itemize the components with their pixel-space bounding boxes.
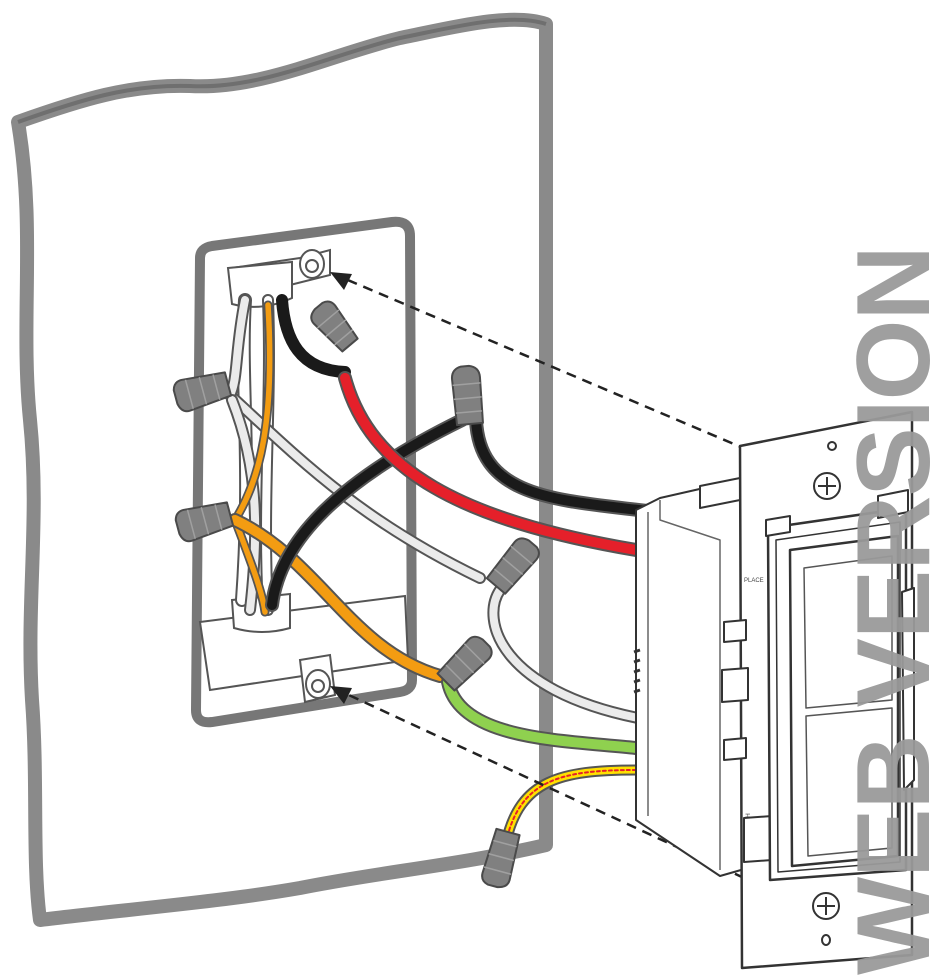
wire-connectors <box>172 300 540 889</box>
yellow-red-wire <box>500 764 642 848</box>
orange-wires <box>228 300 447 683</box>
red-wire <box>338 371 643 557</box>
screw-hole-top <box>299 249 325 279</box>
wire-nut-green-ground <box>436 635 493 692</box>
bottom-strap-screw <box>812 892 840 946</box>
wire-nut-left-orange <box>174 501 235 543</box>
black-wires <box>265 294 662 612</box>
wire-nut-center-black <box>450 364 484 427</box>
wire-nut-top-black <box>310 300 359 353</box>
dimmer-slider <box>901 587 915 791</box>
wires <box>224 293 662 848</box>
white-wires <box>224 294 644 724</box>
wire-nut-yellow <box>481 827 521 889</box>
top-strap-screw <box>813 441 841 500</box>
watermark-text: WEB VERSION <box>836 246 935 975</box>
wire-nut-right-white <box>485 537 540 595</box>
place-label: PLACE <box>744 578 764 584</box>
arrow-top <box>335 273 749 452</box>
vent-slits <box>633 648 641 694</box>
wire-nut-left-white <box>172 371 233 413</box>
screw-hole-bottom <box>305 669 331 699</box>
dimmer-switch: PLACE PUSH <box>633 410 915 970</box>
green-wire <box>441 675 643 755</box>
